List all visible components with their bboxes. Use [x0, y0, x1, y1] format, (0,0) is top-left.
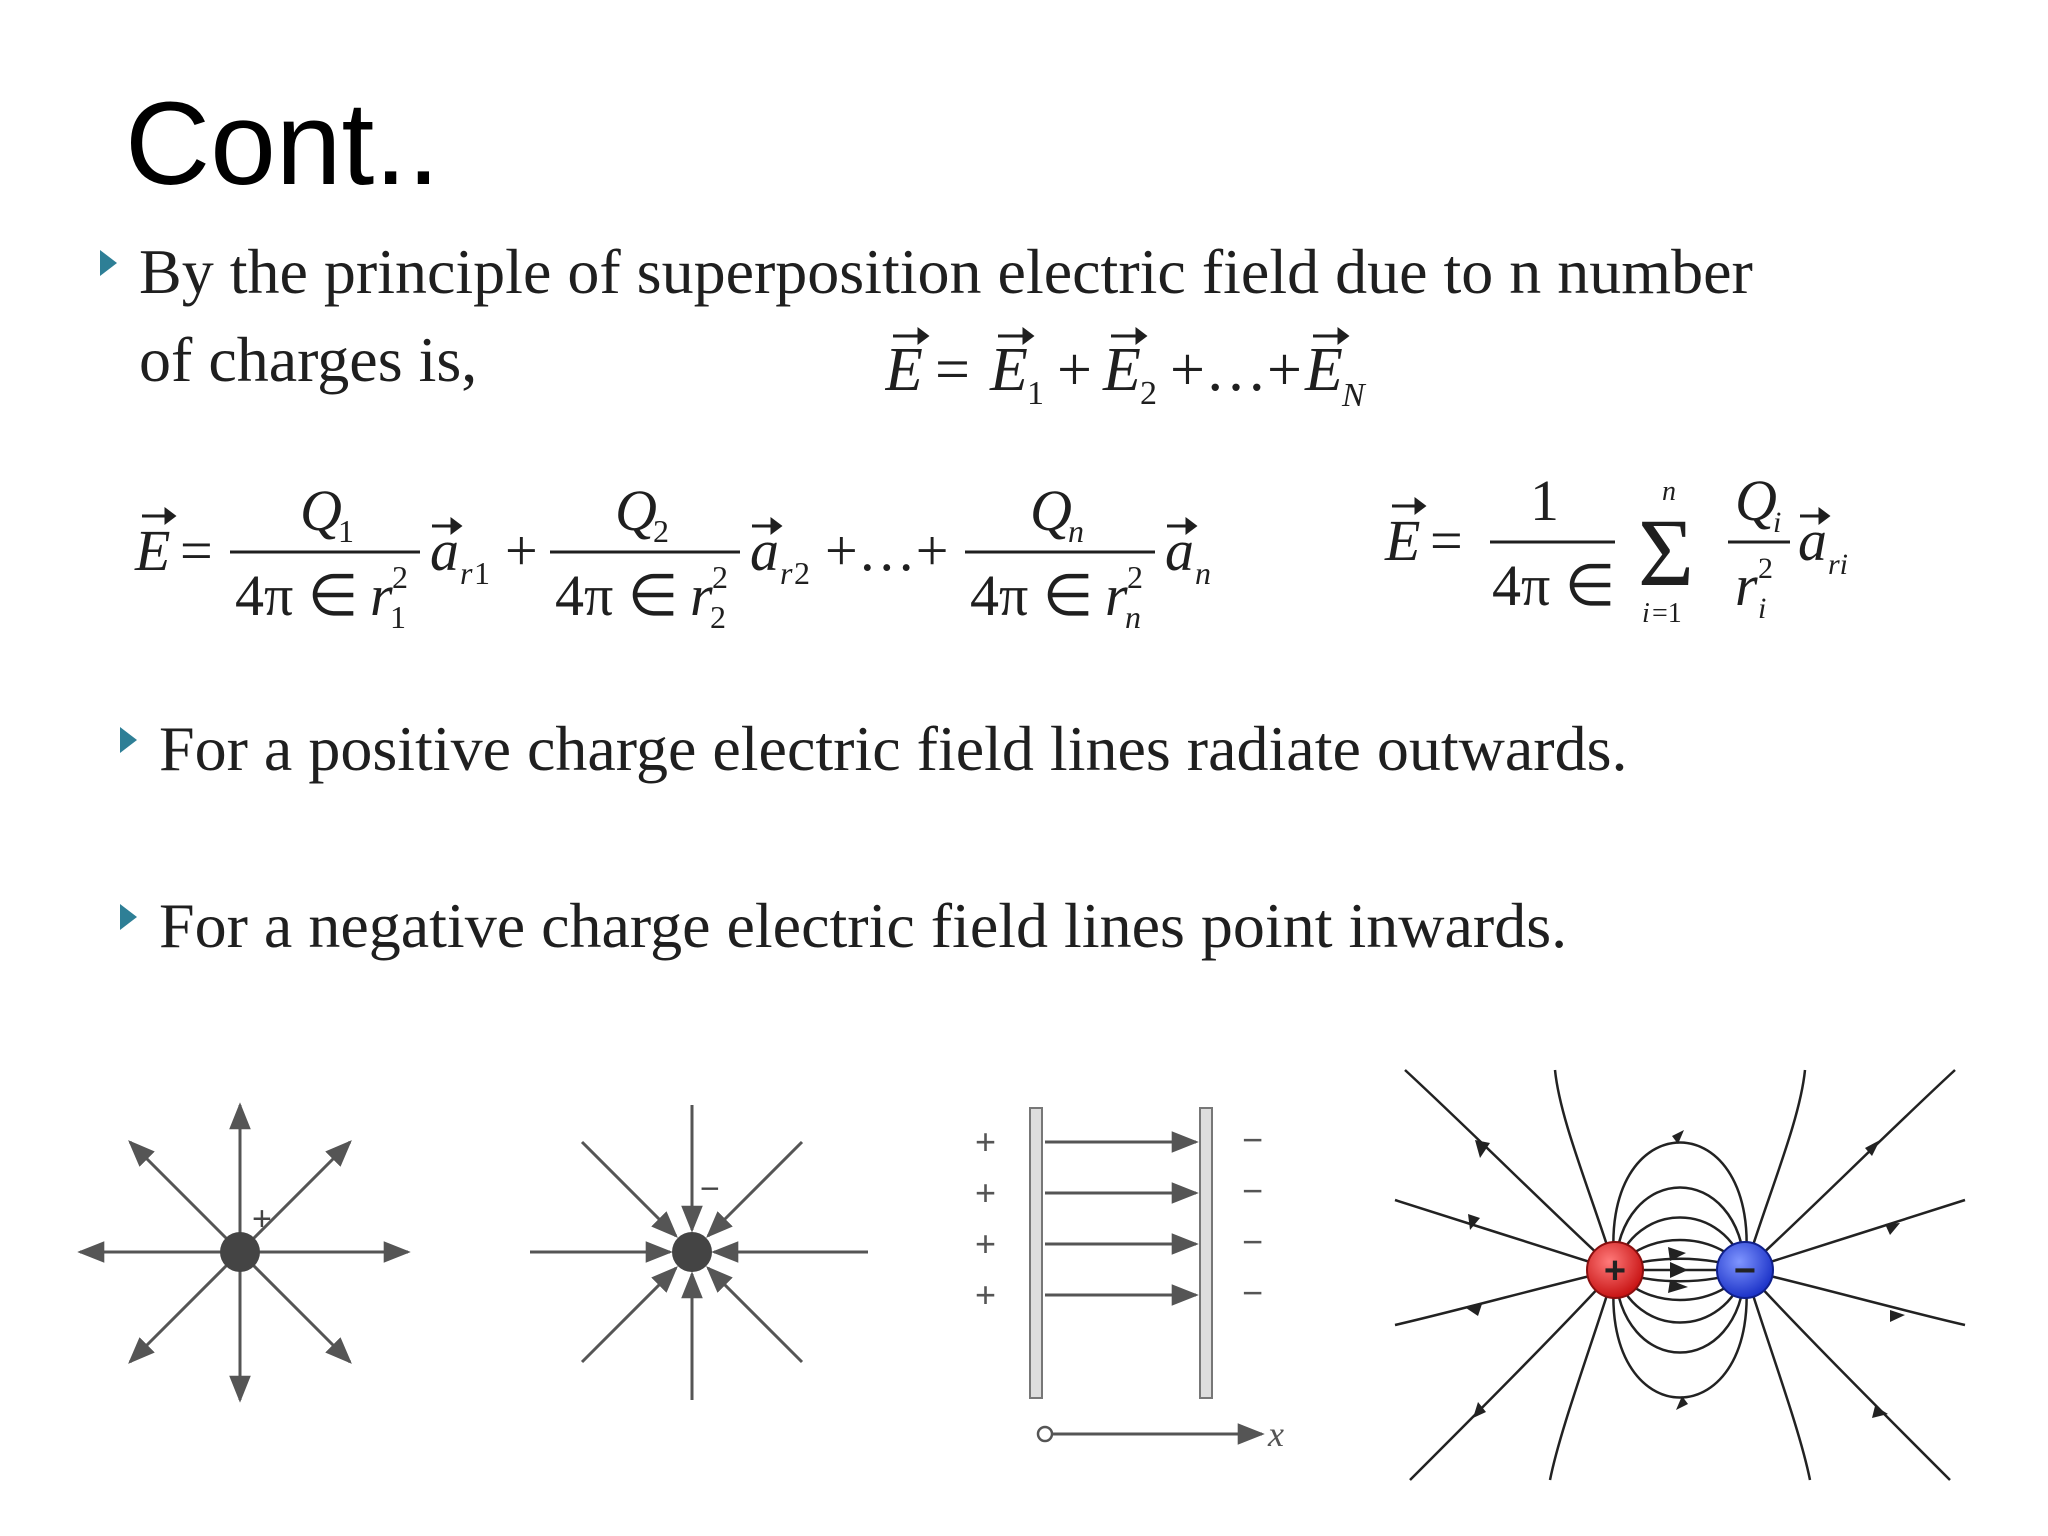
dipole-field-figure	[1394, 1069, 1966, 1481]
svg-text:2: 2	[1140, 375, 1157, 412]
dipole-positive-label: +	[1604, 1250, 1626, 1292]
svg-text:E: E	[1384, 508, 1420, 573]
svg-text:Q: Q	[1735, 470, 1777, 533]
plate-positive-sign: +	[975, 1172, 996, 1213]
bullet-marker-icon	[100, 250, 117, 276]
svg-text:1: 1	[1027, 375, 1044, 412]
svg-text:+…+: +…+	[1170, 336, 1302, 404]
svg-text:2: 2	[392, 559, 408, 595]
svg-text:Q: Q	[1030, 478, 1072, 543]
svg-text:=1: =1	[1652, 598, 1682, 629]
svg-text:=: =	[180, 518, 213, 583]
svg-text:r: r	[1735, 553, 1758, 618]
svg-text:i: i	[1758, 592, 1766, 625]
bullet-superposition: By the principle of superposition electr…	[100, 228, 1820, 404]
svg-text:2: 2	[1758, 552, 1773, 585]
svg-text:+…+: +…+	[825, 518, 948, 583]
svg-text:E: E	[885, 336, 923, 404]
bullet-marker-icon	[120, 904, 137, 930]
plate-negative-sign: −	[1242, 1170, 1263, 1211]
svg-text:=: =	[935, 336, 970, 404]
svg-text:n: n	[1068, 513, 1084, 549]
plate-negative-sign: −	[1242, 1272, 1263, 1313]
svg-text:i: i	[1642, 598, 1650, 629]
svg-text:2: 2	[712, 559, 728, 595]
svg-text:r: r	[690, 563, 713, 628]
svg-text:4π ∈: 4π ∈	[235, 563, 358, 628]
svg-text:=: =	[1430, 508, 1463, 573]
field-line-figures: + − + + + + − − − −	[77, 1069, 1966, 1481]
svg-text:E: E	[989, 336, 1028, 404]
plate-positive-sign: +	[975, 1121, 996, 1162]
svg-text:1: 1	[390, 599, 406, 635]
dipole-arrowheads	[1466, 1130, 1905, 1418]
svg-text:2: 2	[710, 599, 726, 635]
svg-text:n: n	[1125, 599, 1141, 635]
svg-text:r: r	[460, 555, 473, 591]
bullet-text: By the principle of superposition electr…	[139, 236, 1753, 395]
svg-text:E: E	[134, 518, 170, 583]
negative-charge-dot	[672, 1232, 712, 1272]
svg-text:1: 1	[1530, 470, 1559, 533]
parallel-plates-figure: + + + + − − − − x	[975, 1107, 1284, 1454]
bullet-marker-icon	[120, 727, 137, 753]
svg-text:2: 2	[653, 513, 669, 549]
slide-title: Cont..	[125, 78, 440, 210]
negative-charge-label: −	[700, 1170, 720, 1208]
svg-text:r: r	[370, 563, 393, 628]
superposition-equation-graphic: E = E 1 + E 2 +…+ E N	[884, 327, 1367, 414]
svg-text:4π ∈: 4π ∈	[1492, 553, 1615, 618]
axis-label: x	[1267, 1414, 1284, 1454]
bullet-text: For a positive charge electric field lin…	[159, 713, 1628, 784]
negative-charge-figure	[530, 1105, 868, 1400]
svg-text:Q: Q	[300, 478, 342, 543]
bullet-positive-charge: For a positive charge electric field lin…	[120, 705, 1760, 793]
svg-text:E: E	[1102, 336, 1141, 404]
svg-text:+: +	[1057, 336, 1092, 404]
positive-charge-label: +	[252, 1200, 272, 1238]
svg-text:1: 1	[474, 555, 490, 591]
svg-text:+: +	[505, 518, 538, 583]
positive-charge-figure	[77, 1102, 411, 1403]
svg-text:r: r	[1105, 563, 1128, 628]
svg-text:N: N	[1341, 377, 1367, 414]
svg-text:Σ: Σ	[1638, 499, 1694, 606]
dipole-negative-label: −	[1734, 1250, 1756, 1292]
svg-text:n: n	[1662, 476, 1676, 507]
bullet-text: For a negative charge electric field lin…	[159, 890, 1568, 961]
svg-text:2: 2	[1127, 559, 1143, 595]
dipole-negative-charge	[1716, 1241, 1774, 1299]
svg-text:4π ∈: 4π ∈	[555, 563, 678, 628]
svg-text:4π ∈: 4π ∈	[970, 563, 1093, 628]
bullet-negative-charge: For a negative charge electric field lin…	[120, 882, 1860, 970]
svg-text:r: r	[780, 555, 793, 591]
svg-text:E: E	[1304, 336, 1343, 404]
svg-text:n: n	[1195, 555, 1211, 591]
svg-text:i: i	[1773, 506, 1781, 539]
plate-positive-sign: +	[975, 1223, 996, 1264]
dipole-positive-charge	[1586, 1241, 1644, 1299]
plate-negative-sign: −	[1242, 1119, 1263, 1160]
svg-text:2: 2	[794, 555, 810, 591]
svg-text:1: 1	[338, 513, 354, 549]
superposition-equation: E = E 1 + E 2 +…+ E N	[884, 322, 1405, 438]
svg-text:Q: Q	[615, 478, 657, 543]
plate-positive-sign: +	[975, 1274, 996, 1315]
positive-charge-dot	[220, 1232, 260, 1272]
plate-negative-sign: −	[1242, 1221, 1263, 1262]
svg-text:ri: ri	[1828, 548, 1848, 581]
